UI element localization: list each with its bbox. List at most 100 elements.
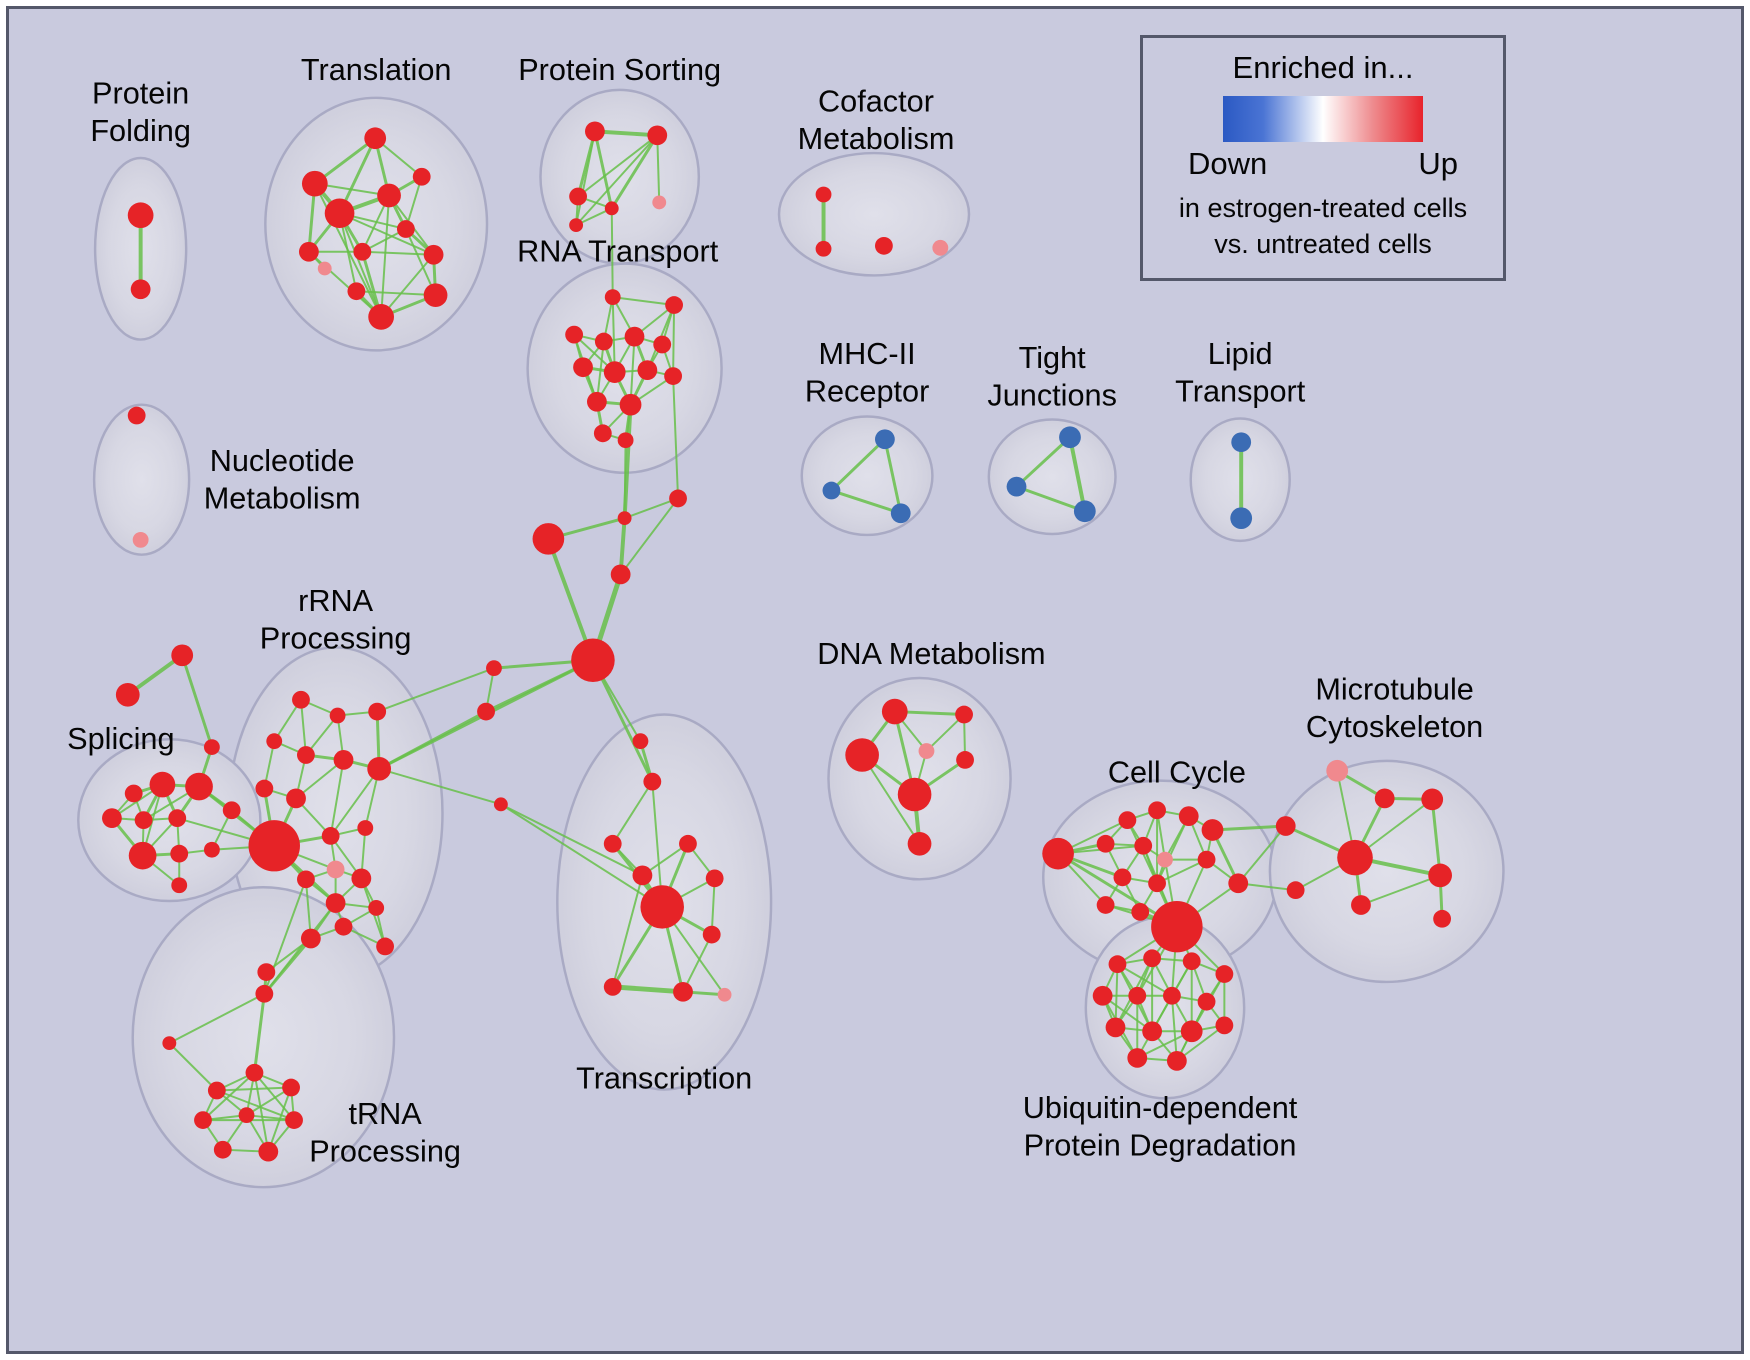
network-node	[367, 756, 392, 781]
network-edge	[861, 754, 921, 845]
network-edge	[404, 175, 423, 231]
network-node	[368, 304, 394, 330]
network-node	[1105, 1017, 1126, 1038]
network-node	[124, 784, 143, 803]
network-node	[255, 779, 274, 798]
network-node	[1157, 851, 1173, 868]
network-node	[1118, 811, 1137, 830]
cluster-label-protein-folding: Folding	[90, 114, 191, 148]
network-node	[617, 511, 632, 526]
network-node	[624, 326, 645, 347]
network-node	[396, 220, 415, 238]
network-node	[610, 564, 631, 585]
network-node	[1215, 965, 1234, 983]
network-edge	[591, 658, 654, 784]
network-node	[1230, 507, 1253, 530]
cluster-label-cell-cycle: Cell Cycle	[1108, 756, 1246, 790]
network-node	[632, 865, 653, 886]
network-node	[300, 928, 321, 949]
network-node	[353, 242, 372, 261]
network-edge	[180, 653, 214, 749]
network-edge	[619, 497, 680, 576]
cluster-label-trna-processing: tRNA	[348, 1097, 422, 1131]
network-edge	[376, 667, 495, 713]
network-node	[1182, 952, 1201, 971]
network-node	[194, 1111, 212, 1129]
network-node	[643, 772, 662, 791]
cluster-label-nucleotide-metabolism: Nucleotide	[210, 444, 355, 478]
network-node	[1142, 1021, 1163, 1042]
network-edge	[404, 228, 437, 297]
network-node	[317, 261, 332, 276]
network-node	[1197, 992, 1216, 1011]
network-node	[1006, 476, 1027, 497]
network-edge	[1015, 485, 1087, 513]
network-node	[1042, 837, 1074, 870]
network-edge	[829, 489, 903, 515]
network-node	[168, 809, 187, 828]
network-node	[368, 702, 387, 721]
network-node	[329, 707, 346, 724]
network-node	[203, 739, 220, 755]
network-edge	[829, 437, 887, 493]
network-node	[213, 1140, 232, 1159]
network-node	[956, 751, 974, 769]
network-node	[1151, 901, 1203, 953]
network-node	[1433, 909, 1452, 928]
cluster-ellipse-tight-junctions	[987, 418, 1117, 536]
network-node	[171, 877, 188, 894]
network-edge	[1170, 994, 1178, 1062]
network-node	[585, 121, 605, 142]
network-edge	[361, 250, 435, 256]
network-node	[717, 987, 732, 1002]
network-node	[292, 690, 310, 709]
network-node	[301, 170, 328, 197]
legend-endpoint-labels: Down Up	[1188, 146, 1458, 182]
network-node	[1428, 863, 1453, 888]
network-edge	[380, 194, 391, 318]
network-node	[652, 195, 667, 210]
network-node	[569, 187, 587, 206]
cluster-ellipse-cofactor-metabolism	[777, 151, 971, 277]
network-node	[815, 240, 832, 257]
cluster-label-tight-junctions: Tight	[1019, 341, 1087, 375]
cluster-label-rrna-processing: Processing	[260, 621, 412, 655]
network-node	[619, 393, 642, 416]
network-node	[594, 332, 613, 351]
network-node	[890, 503, 911, 524]
network-node	[412, 167, 431, 186]
network-node	[149, 771, 176, 798]
legend-caption-line2: vs. untreated cells	[1214, 229, 1432, 259]
network-node	[477, 702, 495, 721]
network-edge	[656, 134, 661, 204]
network-edge	[355, 290, 437, 297]
cluster-label-mhc-ii-receptor: Receptor	[805, 375, 929, 409]
network-node	[603, 834, 622, 853]
network-node	[1143, 949, 1162, 968]
network-node	[1351, 895, 1371, 915]
network-node	[132, 531, 149, 548]
network-node	[238, 1107, 255, 1124]
network-node	[664, 367, 683, 385]
network-node	[130, 279, 151, 300]
network-node	[822, 481, 841, 500]
cluster-label-mhc-ii-receptor: MHC-II	[819, 337, 916, 371]
network-node	[1073, 500, 1096, 523]
network-node	[532, 523, 565, 555]
network-node	[1092, 985, 1113, 1006]
network-edge	[575, 134, 659, 227]
cluster-ellipse-trna-processing	[131, 885, 396, 1189]
network-node	[170, 844, 189, 863]
network-node	[255, 984, 274, 1003]
network-edge	[252, 992, 266, 1075]
network-node	[1131, 903, 1150, 921]
network-node	[128, 841, 157, 870]
network-node	[115, 682, 140, 707]
network-node	[932, 239, 949, 256]
network-node	[1108, 955, 1127, 974]
network-node	[1096, 896, 1115, 914]
network-edge	[710, 877, 716, 936]
network-node	[669, 489, 687, 508]
network-edge	[329, 758, 345, 837]
